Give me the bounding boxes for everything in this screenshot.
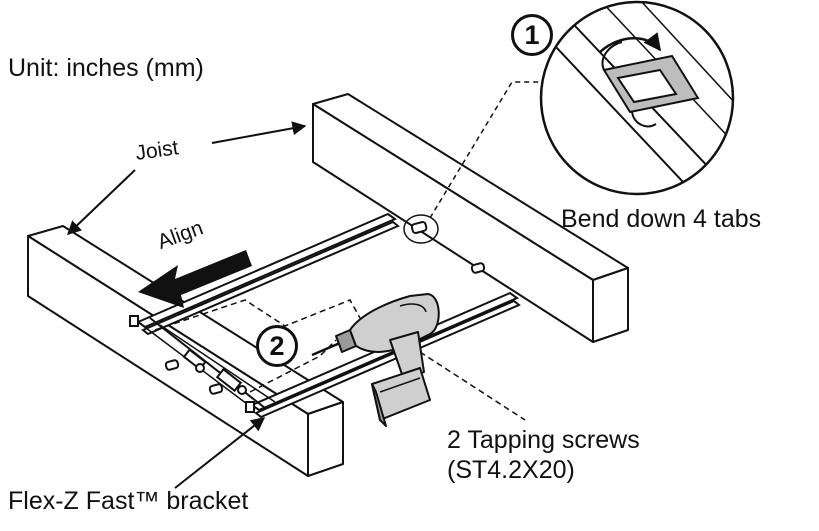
tapping-screws-spec: (ST4.2X20) bbox=[447, 456, 575, 484]
detail-circle bbox=[539, 0, 735, 196]
tab-callout bbox=[403, 81, 553, 244]
step-1-badge: 1 bbox=[511, 14, 553, 56]
bend-tabs-label: Bend down 4 tabs bbox=[561, 205, 762, 233]
align-arrow bbox=[138, 250, 252, 308]
unit-label: Unit: inches (mm) bbox=[8, 54, 204, 82]
tapping-screws-count: 2 Tapping screws bbox=[447, 426, 640, 454]
tapping-screws-label: 2 Tapping screws (ST4.2X20) bbox=[447, 425, 640, 485]
back-joist bbox=[312, 93, 629, 343]
leader-arrows bbox=[66, 121, 307, 489]
bracket-label: Flex-Z Fast™ bracket bbox=[8, 487, 249, 515]
cordless-drill bbox=[311, 293, 440, 427]
step-2-badge: 2 bbox=[256, 325, 298, 367]
